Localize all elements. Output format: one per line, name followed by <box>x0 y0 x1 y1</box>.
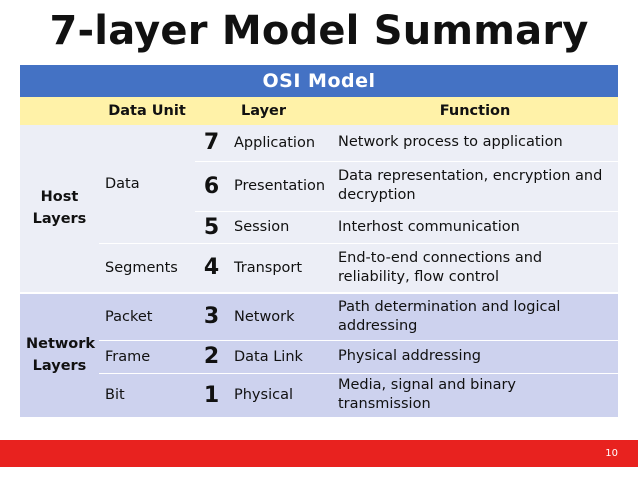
layer-number: 7 <box>195 125 228 162</box>
layer-number: 6 <box>195 161 228 212</box>
layer-function: Data representation, encryption and decr… <box>332 161 619 212</box>
layer-number: 5 <box>195 211 228 244</box>
layer-name: Data Link <box>228 340 332 374</box>
column-header-function: Function <box>332 97 619 125</box>
column-header-layer: Layer <box>195 97 332 125</box>
table-caption: OSI Model <box>20 65 619 97</box>
slide-title: 7-layer Model Summary <box>49 8 589 54</box>
data-unit-cell: Segments <box>99 242 195 293</box>
table-row: Frame 2 Data Link Physical addressing <box>20 340 619 374</box>
layer-number: 4 <box>195 243 228 293</box>
host-layers-text: Host Layers <box>32 189 87 227</box>
table-row: Network Layers Packet 3 Network Path det… <box>20 292 619 417</box>
layer-name: Physical <box>228 373 332 417</box>
data-unit-cell: Packet <box>99 292 195 341</box>
layer-number: 1 <box>195 373 228 417</box>
layer-name: Presentation <box>228 161 332 212</box>
table-row: Host Layers Data 7 Application Network p… <box>20 125 619 293</box>
network-layers-text: Network Layers <box>26 336 96 374</box>
layer-function: Path determination and logical addressin… <box>332 292 619 341</box>
layer-name: Transport <box>228 243 332 293</box>
footer-bar <box>0 440 638 467</box>
table-row: Bit 1 Physical Media, signal and binary … <box>20 373 619 417</box>
table-row: Segments 4 Transport End-to-end connecti… <box>20 242 619 293</box>
layer-name: Session <box>228 211 332 244</box>
table-row: 6 Presentation Data representation, encr… <box>20 161 619 212</box>
layer-number: 2 <box>195 340 228 374</box>
layer-name: Application <box>228 125 332 162</box>
data-unit-cell: Frame <box>99 340 195 374</box>
layer-function: End-to-end connections and reliability, … <box>332 243 619 293</box>
column-header-blank <box>20 97 99 125</box>
layer-function: Physical addressing <box>332 340 619 374</box>
layer-number: 3 <box>195 292 228 341</box>
osi-model-table: OSI Model Data Unit Layer Function Host … <box>20 65 619 417</box>
page-number: 10 <box>605 448 618 459</box>
column-header-unit: Data Unit <box>99 97 195 125</box>
layer-name: Network <box>228 292 332 341</box>
layer-function: Media, signal and binary transmission <box>332 373 619 417</box>
data-unit-cell: Bit <box>99 373 195 417</box>
table-caption-row: OSI Model <box>20 65 619 97</box>
data-unit-cell: Data <box>99 125 195 243</box>
layer-function: Interhost communication <box>332 211 619 244</box>
host-layers-label: Host Layers <box>20 125 99 293</box>
column-header-row: Data Unit Layer Function <box>20 97 619 125</box>
table-row: 5 Session Interhost communication <box>20 211 619 244</box>
network-layers-label: Network Layers <box>20 292 99 417</box>
layer-function: Network process to application <box>332 125 619 162</box>
